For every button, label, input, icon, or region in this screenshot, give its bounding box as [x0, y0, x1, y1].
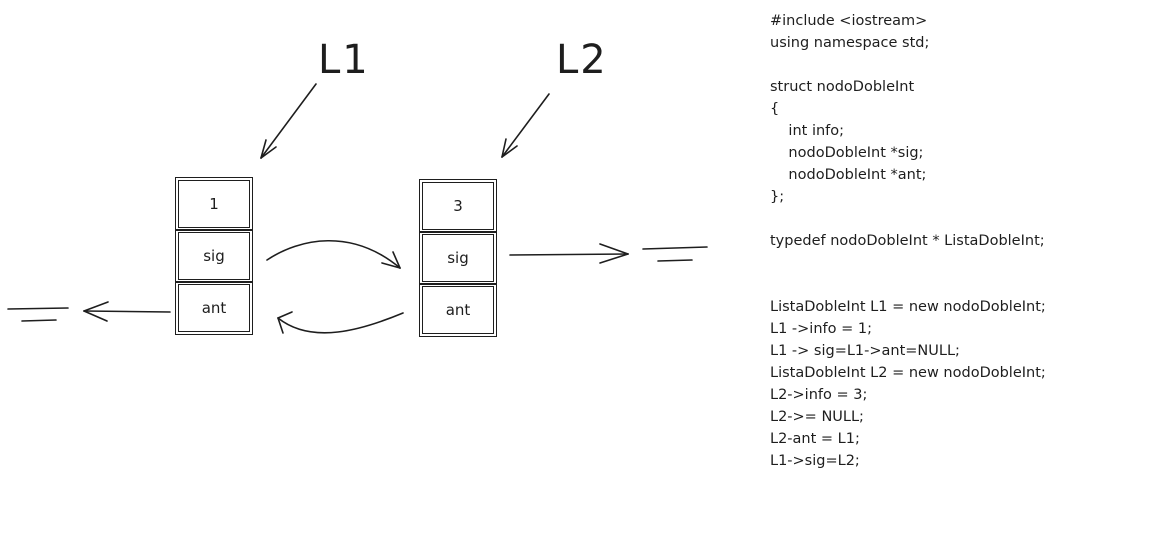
code-line: L1 -> sig=L1->ant=NULL; [770, 343, 960, 359]
code-line [770, 274, 1160, 296]
pointer-arrow-l2 [501, 93, 550, 158]
code-line: L2-ant = L1; [770, 431, 860, 447]
code-line: struct nodoDobleInt [770, 79, 915, 95]
code-line: using namespace std; [770, 35, 930, 51]
code-line: L1 ->info = 1; [770, 321, 872, 337]
code-line: #include <iostream> [770, 13, 928, 29]
sig-arrow-node2-to-null [509, 243, 629, 264]
node-sig-cell: sig [175, 229, 253, 283]
node-info-cell: 1 [175, 177, 253, 231]
code-line: L2->= NULL; [770, 409, 864, 425]
node-info-cell: 3 [419, 179, 497, 233]
null-symbol-left [7, 307, 69, 322]
node-ant-cell: ant [175, 281, 253, 335]
pointer-label-l1: L1 [318, 37, 370, 83]
code-line: }; [770, 189, 785, 205]
sig-arrow-node1-to-node2 [266, 240, 401, 269]
code-line: { [770, 101, 780, 117]
code-line: L1->sig=L2; [770, 453, 860, 469]
code-line: ListaDobleInt L1 = new nodoDobleInt; [770, 299, 1046, 315]
pointer-arrow-l1 [260, 83, 317, 159]
null-symbol-right [642, 246, 708, 262]
code-line [770, 208, 1160, 230]
node-ant-cell: ant [419, 283, 497, 337]
pointer-label-l2: L2 [556, 37, 608, 83]
ant-arrow-node2-to-node1 [277, 311, 404, 334]
code-line: int info; [770, 123, 845, 139]
code-line: L2->info = 3; [770, 387, 868, 403]
code-line: ListaDobleInt L2 = new nodoDobleInt; [770, 365, 1046, 381]
code-line: typedef nodoDobleInt * ListaDobleInt; [770, 233, 1045, 249]
code-line [770, 54, 1160, 76]
list-node-2: 3 sig ant [419, 179, 497, 337]
code-line: nodoDobleInt *sig; [770, 145, 924, 161]
code-line [770, 252, 1160, 274]
code-listing: #include <iostream> using namespace std; s… [770, 10, 1160, 472]
code-line: nodoDobleInt *ant; [770, 167, 927, 183]
node-sig-cell: sig [419, 231, 497, 285]
list-node-1: 1 sig ant [175, 177, 253, 335]
ant-arrow-node1-to-null [83, 301, 171, 322]
